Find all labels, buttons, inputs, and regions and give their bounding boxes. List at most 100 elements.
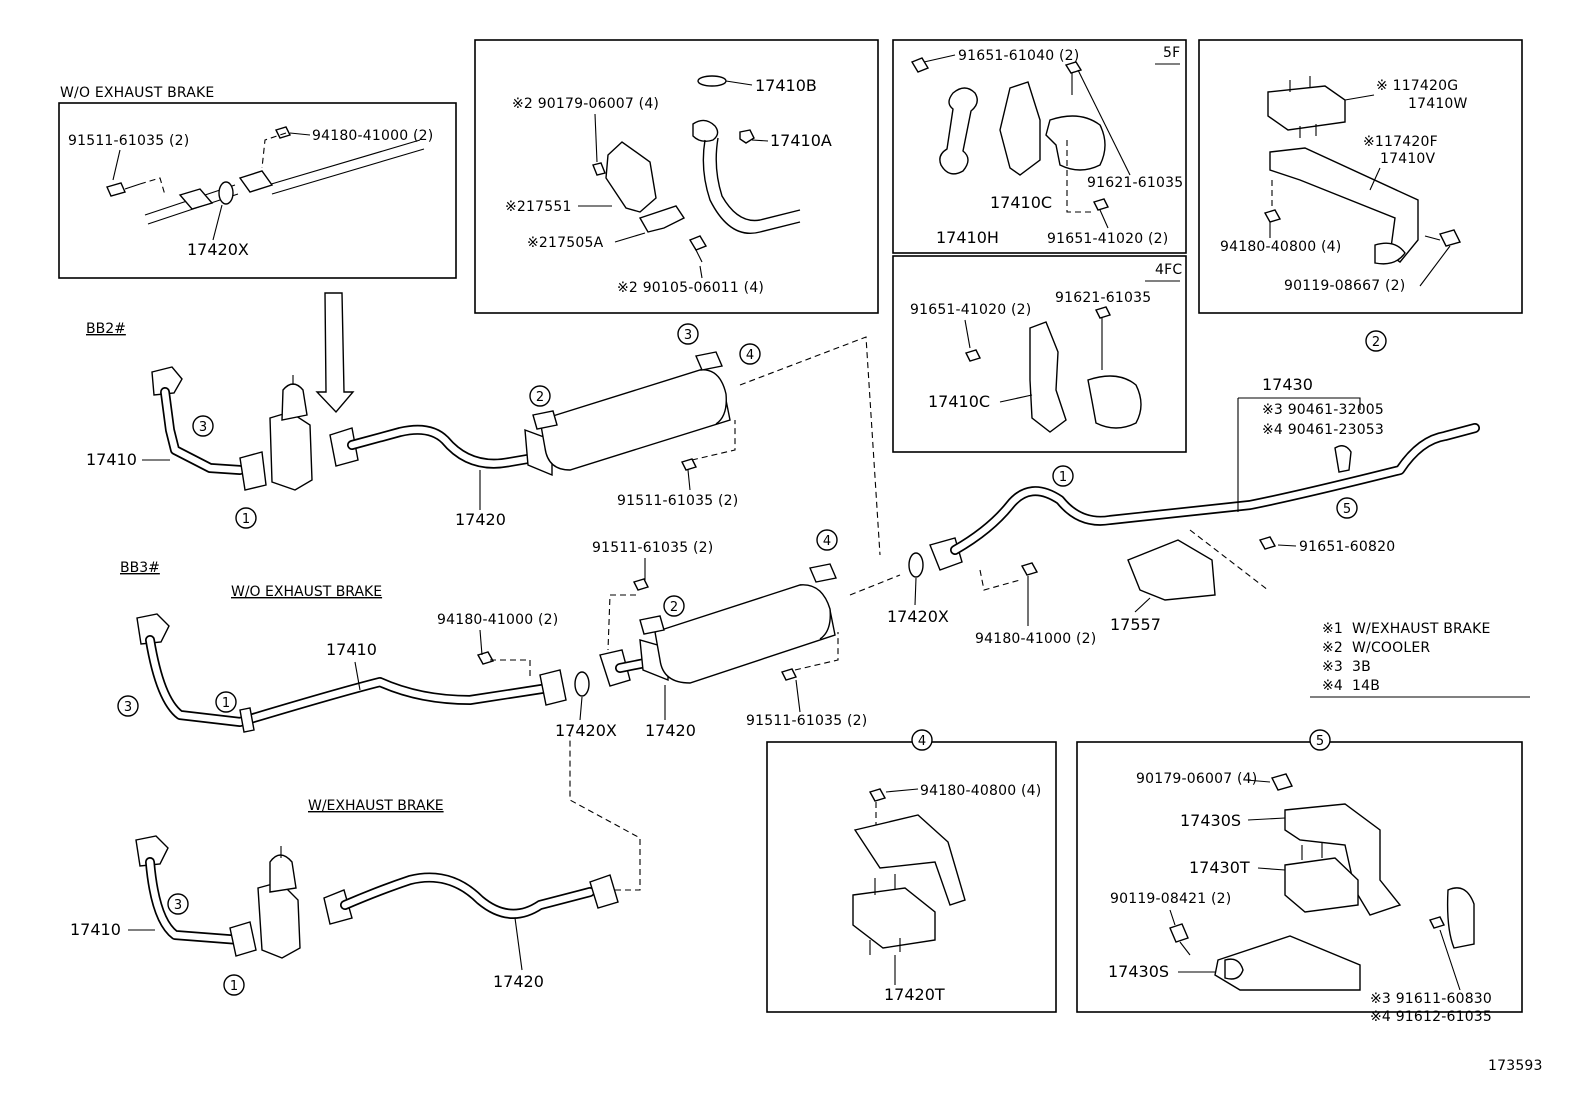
label-c3-91611-60830: ※3 91611-60830 — [1370, 991, 1492, 1007]
detail-4-drawing — [852, 788, 966, 955]
circle-marker: 1 — [1052, 465, 1074, 487]
bb3-front-pipe-17410 — [136, 613, 590, 733]
svg-text:1: 1 — [242, 512, 250, 527]
circle-marker: 3 — [117, 695, 139, 717]
label-91621-61035-5f: 91621-61035 — [1087, 175, 1183, 191]
legend-mark-3: ※3 — [1322, 659, 1343, 675]
label-17410a: 17410A — [770, 131, 832, 150]
svg-text:2: 2 — [536, 390, 544, 405]
box-5f-hanger-detail — [892, 39, 1187, 254]
circle-marker: 1 — [235, 507, 257, 529]
label-17410w: 17410W — [1408, 96, 1468, 112]
label-c4-90461-23053: ※4 90461-23053 — [1262, 422, 1384, 438]
label-17410b: 17410B — [755, 76, 817, 95]
circle-marker: 2 — [663, 595, 685, 617]
tailpipe-17430 — [908, 423, 1480, 601]
circle-marker: 2 — [1365, 330, 1387, 352]
label-91621-61035-4fc: 91621-61035 — [1055, 290, 1151, 306]
circle-marker: 5 — [1336, 497, 1358, 519]
dash-box-cooler-to-bb2 — [739, 336, 881, 556]
label-17420x-bb3-left: 17420X — [555, 721, 617, 740]
svg-text:1: 1 — [1059, 470, 1067, 485]
label-c2-90179-06007: ※2 90179-06007 (4) — [512, 96, 659, 112]
hanger-eb-drawing — [1263, 76, 1462, 265]
cooler-bracket-drawing — [592, 75, 801, 263]
label-90119-08421: 90119-08421 (2) — [1110, 891, 1231, 907]
eb-pipe-17420 — [323, 735, 641, 925]
legend-text-1: W/EXHAUST BRAKE — [1352, 621, 1491, 637]
box-wo-exhaust-brake-joint — [58, 102, 457, 279]
header-4fc: 4FC — [1155, 262, 1182, 278]
label-17557: 17557 — [1110, 615, 1161, 634]
svg-text:4: 4 — [823, 534, 831, 549]
joint-parts-drawing — [106, 126, 425, 225]
label-91651-41020-4fc: 91651-41020 (2) — [910, 302, 1031, 318]
label-91651-60820: 91651-60820 — [1299, 539, 1395, 555]
label-91511-61035-top: 91511-61035 (2) — [68, 133, 189, 149]
label-17410c-5f: 17410C — [990, 193, 1052, 212]
label-91511-61035-bb3-top: 91511-61035 (2) — [592, 540, 713, 556]
hanger-4fc-drawing — [965, 306, 1142, 433]
svg-text:4: 4 — [746, 348, 754, 363]
legend-text-3: 3B — [1352, 659, 1371, 675]
label-c4-91612-61035: ※4 91612-61035 — [1370, 1009, 1492, 1025]
svg-text:2: 2 — [670, 600, 678, 615]
svg-text:3: 3 — [174, 898, 182, 913]
label-17430: 17430 — [1262, 375, 1313, 394]
svg-text:3: 3 — [124, 700, 132, 715]
label-17430s-bottom: 17430S — [1108, 962, 1169, 981]
label-90119-08667: 90119-08667 (2) — [1284, 278, 1405, 294]
diagram-id: 173593 — [1488, 1058, 1543, 1074]
dash-muffler-to-tailpipe — [849, 574, 901, 596]
label-17410-bb2: 17410 — [86, 450, 137, 469]
legend-mark-2: ※2 — [1322, 640, 1343, 656]
label-17430t: 17430T — [1189, 858, 1250, 877]
label-17410-eb: 17410 — [70, 920, 121, 939]
label-91511-61035-bb2: 91511-61035 (2) — [617, 493, 738, 509]
svg-text:3: 3 — [199, 420, 207, 435]
label-91651-61040: 91651-61040 (2) — [958, 48, 1079, 64]
svg-text:5: 5 — [1316, 734, 1324, 749]
svg-text:3: 3 — [684, 328, 692, 343]
hanger-5f-drawing — [910, 57, 1109, 213]
svg-text:1: 1 — [222, 696, 230, 711]
eb-front-pipe-17410 — [135, 835, 301, 959]
circle-marker: 3 — [167, 893, 189, 915]
box-exhaust-brake-hanger-detail — [1198, 39, 1523, 314]
label-90179-06007: 90179-06007 (4) — [1136, 771, 1257, 787]
label-94180-41000-tailpipe: 94180-41000 (2) — [975, 631, 1096, 647]
circle-marker: 3 — [677, 323, 699, 345]
bb3-pipe-and-muffler-17420 — [599, 563, 839, 687]
circle-marker: 4 — [911, 729, 933, 751]
label-c1-17420f: ※117420F — [1363, 134, 1438, 150]
circle-marker: 1 — [215, 691, 237, 713]
label-17410-bb3: 17410 — [326, 640, 377, 659]
header-top-wo-exhaust-brake: W/O EXHAUST BRAKE — [60, 85, 214, 101]
svg-text:5: 5 — [1343, 502, 1351, 517]
header-bb3-w-exhaust-brake: W/EXHAUST BRAKE — [308, 798, 444, 814]
legend-text-2: W/COOLER — [1352, 640, 1430, 656]
box-detail-5 — [1076, 741, 1523, 1013]
circle-marker: 5 — [1309, 729, 1331, 751]
label-17420-bb2: 17420 — [455, 510, 506, 529]
label-c217505a: ※217505A — [527, 235, 604, 251]
label-17420t: 17420T — [884, 985, 945, 1004]
label-17420x-tailpipe: 17420X — [887, 607, 949, 626]
label-17410c-4fc: 17410C — [928, 392, 990, 411]
legend-text-4: 14B — [1352, 678, 1380, 694]
label-17410v: 17410V — [1380, 151, 1436, 167]
label-c217551: ※217551 — [505, 199, 572, 215]
header-bb2: BB2# — [86, 321, 126, 337]
circle-marker: 1 — [223, 974, 245, 996]
legend: ※1 W/EXHAUST BRAKE ※2 W/COOLER ※3 3B ※4 … — [1310, 621, 1530, 698]
circle-marker: 2 — [529, 385, 551, 407]
bb2-front-pipe-17410 — [151, 366, 359, 491]
detail-5-drawing — [1169, 773, 1475, 991]
header-5f: 5F — [1163, 45, 1180, 61]
label-c2-90105-06011: ※2 90105-06011 (4) — [617, 280, 764, 296]
label-17420-eb: 17420 — [493, 972, 544, 991]
label-c1-17420g: ※ 117420G — [1376, 78, 1458, 94]
label-94180-40800-box5: 94180-40800 (4) — [1220, 239, 1341, 255]
label-91511-61035-bb3-bottom: 91511-61035 (2) — [746, 713, 867, 729]
